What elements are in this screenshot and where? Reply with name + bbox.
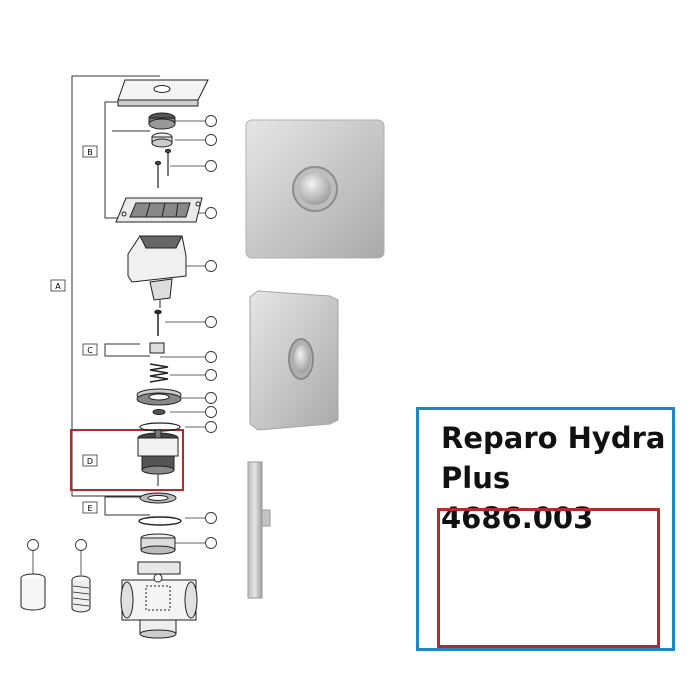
leader-lines — [32, 120, 205, 575]
mounting-frame-part — [115, 197, 203, 223]
balloon — [205, 369, 217, 381]
svg-text:C: C — [87, 346, 93, 355]
part-balloons — [27, 115, 217, 551]
pin-part — [154, 309, 162, 336]
sleeve-part — [20, 573, 46, 611]
balloon — [205, 316, 217, 328]
group-label-d: D — [82, 454, 98, 467]
spring-part — [149, 363, 169, 383]
balloon — [27, 539, 39, 551]
angled-plate-view — [249, 290, 339, 431]
balloon — [205, 406, 217, 418]
front-plate-view — [245, 119, 385, 259]
balloon — [75, 539, 87, 551]
balloon — [205, 260, 217, 272]
coupling-nut-part — [140, 533, 176, 555]
svg-text:D: D — [87, 457, 93, 466]
cartridge-part — [137, 429, 179, 486]
callout-title-line1: Reparo Hydra — [441, 421, 666, 455]
group-label-b: B — [82, 145, 98, 158]
seal-part — [136, 388, 182, 406]
balloon — [205, 537, 217, 549]
balloon — [205, 351, 217, 363]
balloon — [205, 392, 217, 404]
balloon — [205, 115, 217, 127]
cover-plate-part — [117, 79, 209, 107]
washer-part — [152, 409, 166, 415]
balloon — [205, 512, 217, 524]
group-label-a: A — [50, 279, 66, 292]
svg-text:E: E — [87, 504, 92, 513]
screws-part — [154, 148, 172, 188]
push-button-part — [148, 112, 176, 130]
svg-text:B: B — [87, 148, 93, 157]
group-label-e: E — [82, 501, 98, 514]
callout-title-line2: Plus 4686.003 — [441, 461, 594, 535]
group-label-c: C — [82, 343, 98, 356]
valve-body-part — [120, 561, 198, 639]
highlight-box-d — [70, 429, 184, 491]
balloon — [205, 207, 217, 219]
callout-zoom-frame — [437, 508, 660, 648]
threaded-ring-part — [71, 575, 91, 613]
actuator-housing-part — [127, 235, 187, 308]
balloon — [205, 160, 217, 172]
balloon — [205, 421, 217, 433]
nut-part — [151, 132, 173, 148]
clip-part — [149, 342, 165, 354]
e-rings-part — [138, 492, 182, 526]
callout-box: Reparo Hydra Plus 4686.003 — [416, 407, 675, 651]
svg-text:A: A — [55, 282, 61, 291]
balloon — [205, 134, 217, 146]
side-plate-view — [247, 461, 271, 599]
callout-title: Reparo Hydra Plus 4686.003 — [441, 418, 671, 538]
